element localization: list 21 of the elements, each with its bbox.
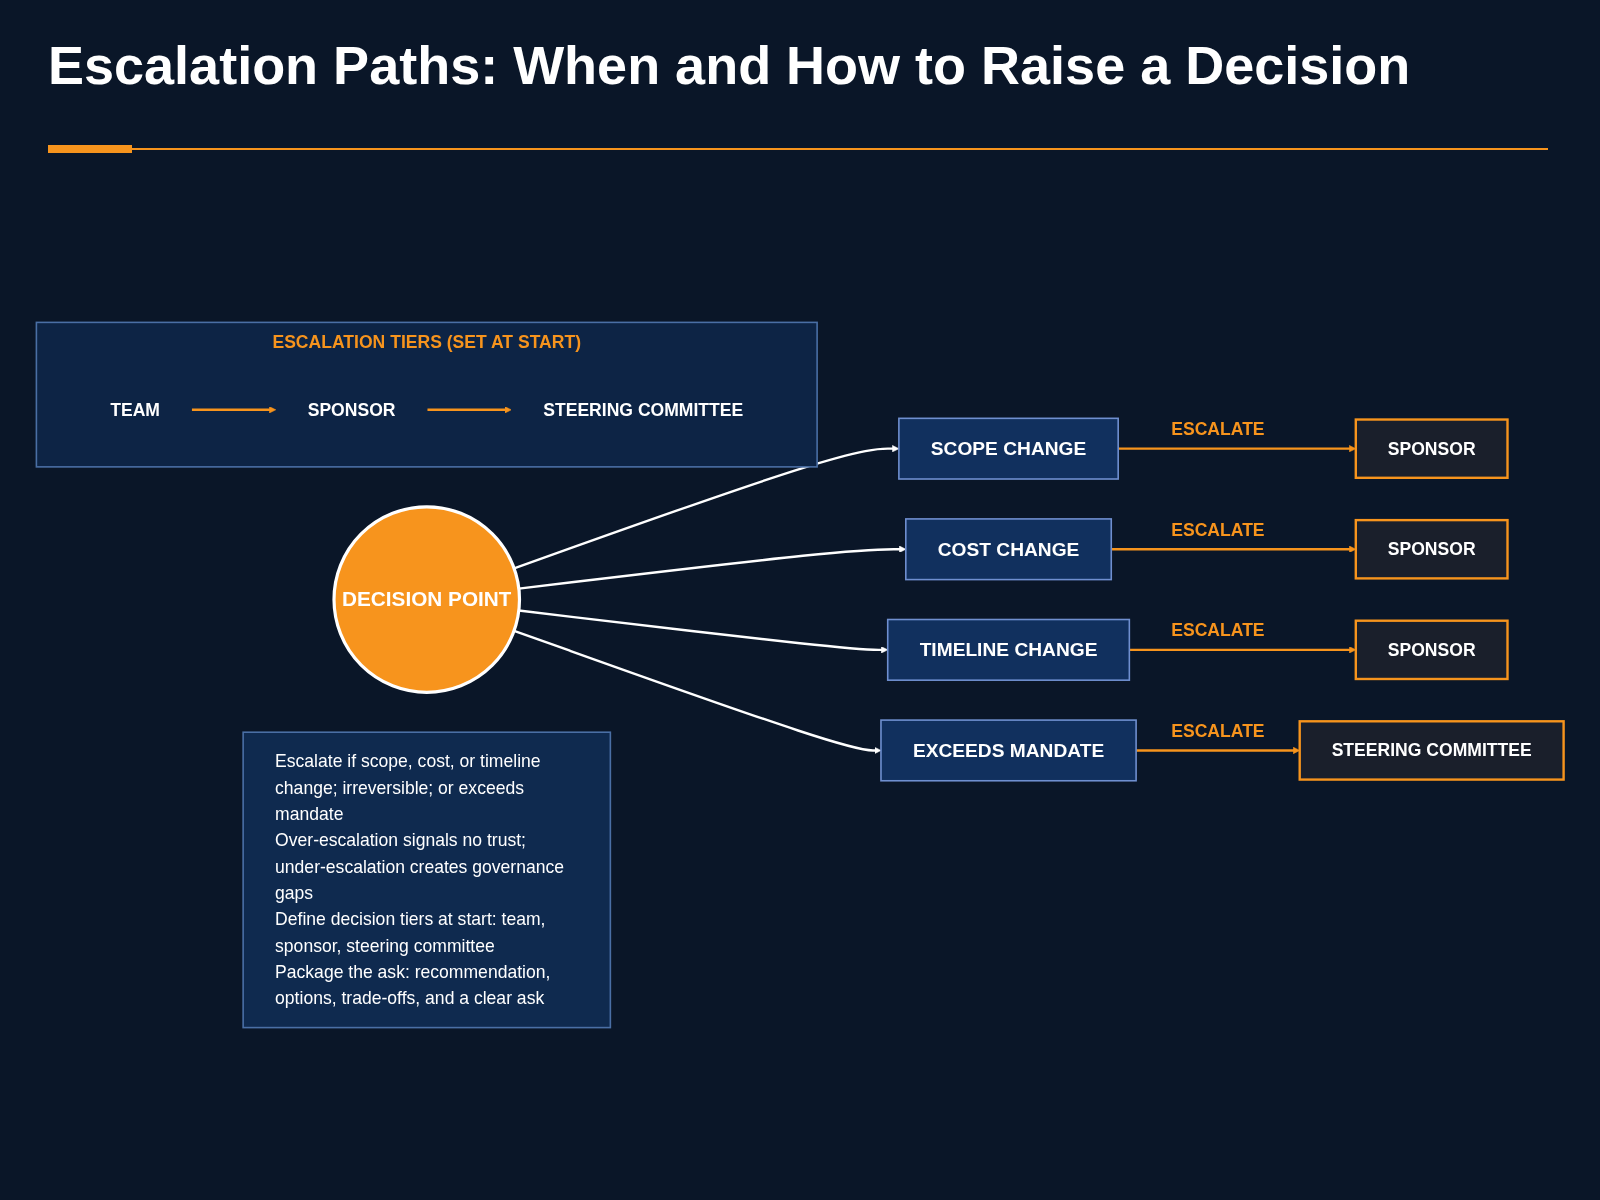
arrow	[191, 406, 277, 414]
node-box: SPONSOR	[1354, 418, 1509, 479]
node-box: Escalate if scope, cost, or timeline change; irreversible; or exceeds mandate Over-escalation signals no trust; under-escalation creates governance gaps Define decision tiers at start: team, sponsor, steering committee Package the ask: recommendation, options, trade-offs, and a clear ask	[242, 731, 612, 1029]
edge-label: ESCALATE	[1171, 419, 1265, 440]
title: Escalation Paths: When and How to Raise a Decision	[48, 34, 1411, 96]
edge-label: ESCALATE	[1171, 720, 1265, 741]
node-box: TIMELINE CHANGE	[886, 618, 1131, 681]
node-box: STEERING COMMITTEE	[1298, 720, 1565, 781]
arrow	[427, 406, 512, 414]
edge-label: ESCALATE	[1171, 519, 1265, 540]
node-circle: DECISION POINT	[332, 505, 522, 694]
node-box: COST CHANGE	[905, 518, 1113, 581]
node-text: TEAM	[110, 399, 160, 420]
node-box: SCOPE CHANGE	[898, 417, 1119, 480]
node-text: SPONSOR	[307, 399, 396, 420]
arrow	[1136, 746, 1300, 754]
edge-label: ESCALATE	[1171, 620, 1265, 641]
node-text: STEERING COMMITTEE	[543, 399, 744, 420]
node-box: SPONSOR	[1354, 518, 1509, 580]
node-box: SPONSOR	[1354, 619, 1509, 681]
node-box: EXCEEDS MANDATE	[880, 719, 1137, 782]
